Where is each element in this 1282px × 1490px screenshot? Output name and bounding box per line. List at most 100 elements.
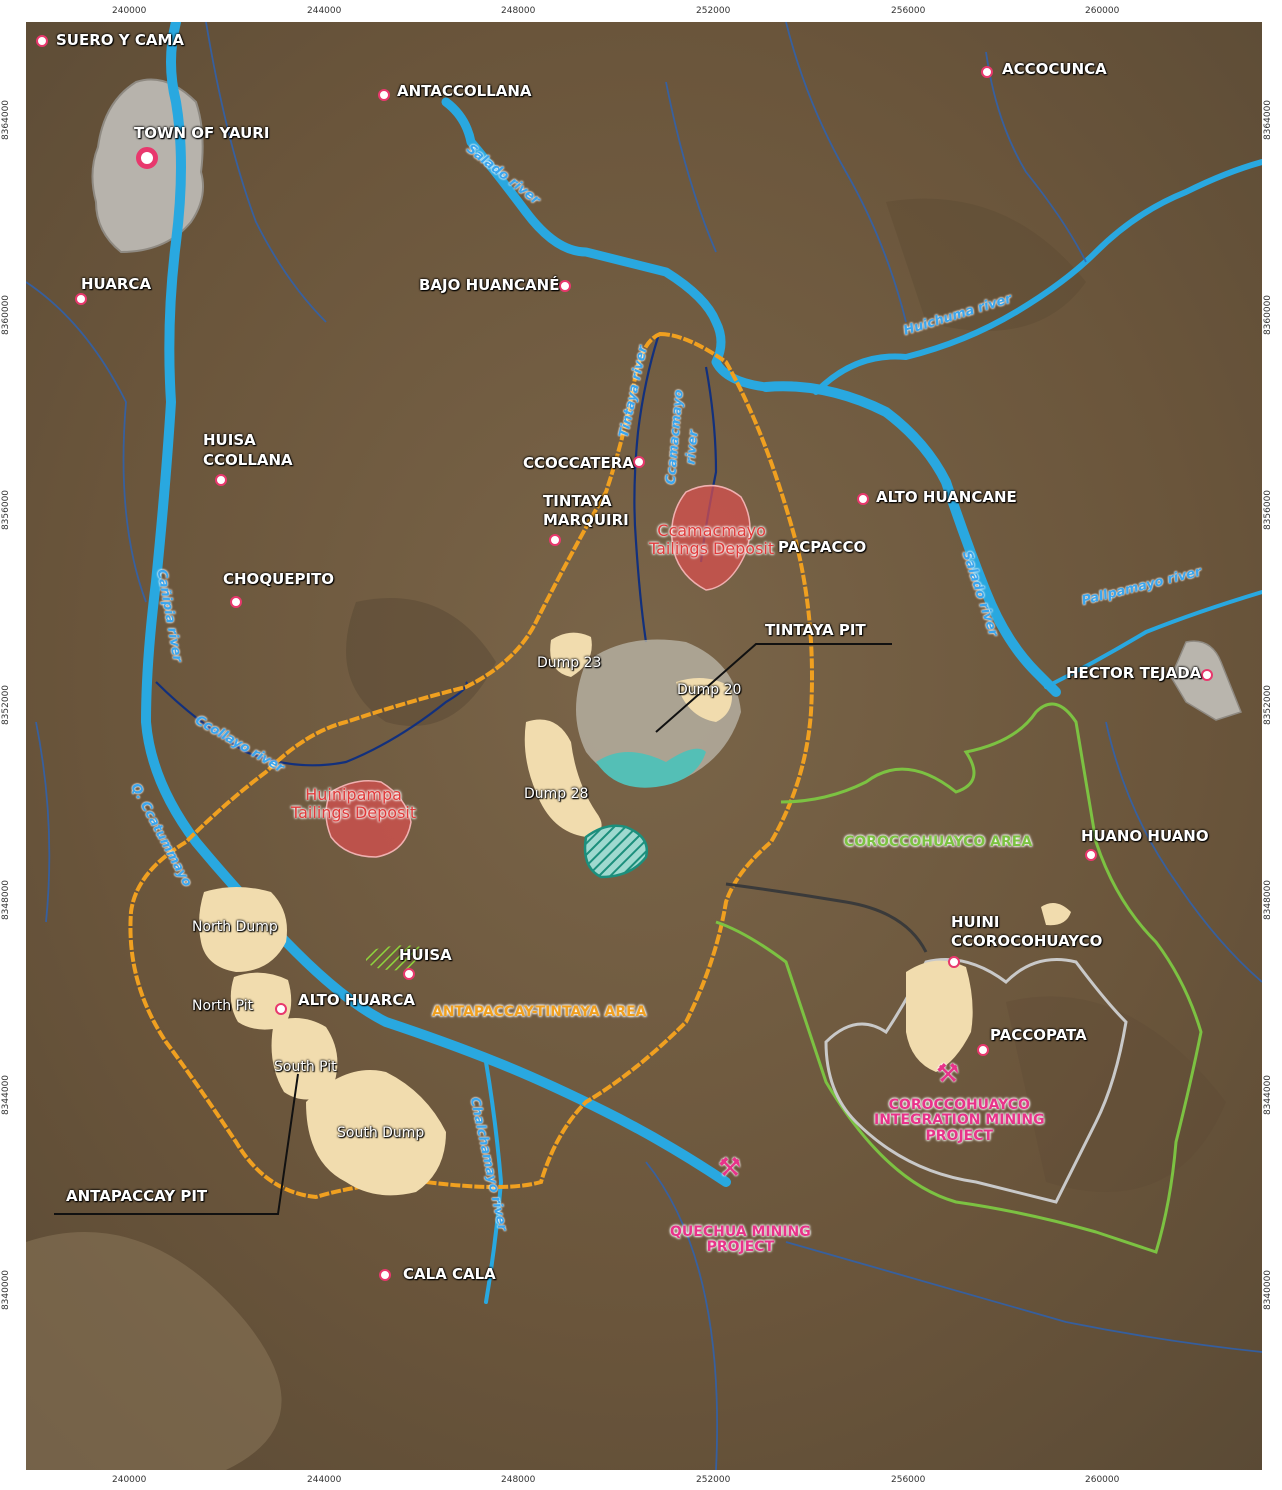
y-tick-right: 8364000 <box>1263 99 1274 141</box>
marker-hector-tejada[interactable] <box>1201 669 1213 681</box>
label-yauri: TOWN OF YAURI <box>134 124 270 142</box>
river-chalchamayo <box>484 1060 503 1304</box>
label-alto-huarca: ALTO HUARCA <box>298 991 415 1009</box>
dump-south <box>306 1070 446 1196</box>
marker-antaccollana[interactable] <box>378 89 390 101</box>
y-tick-left: 8364000 <box>1 99 12 141</box>
label-cala-cala: CALA CALA <box>403 1265 496 1283</box>
label-coroccohuayco-area: COROCCOHUAYCO AREA <box>844 834 1033 850</box>
stream <box>35 721 51 923</box>
satellite-map[interactable]: SUERO Y CAMA ANTACCOLLANA ACCOCUNCA TOWN… <box>26 22 1262 1470</box>
dump-north <box>199 887 287 972</box>
dump-23 <box>550 632 592 677</box>
marker-alto-huarca[interactable] <box>275 1003 287 1015</box>
marker-paccopata[interactable] <box>977 1044 989 1056</box>
marker-huini[interactable] <box>948 956 960 968</box>
marker-alto-huancane[interactable] <box>857 493 869 505</box>
y-tick-right: 8340000 <box>1263 1269 1274 1311</box>
marker-tintaya-marquiri[interactable] <box>549 534 561 546</box>
river-salado-north <box>441 97 771 392</box>
river-salado-east <box>761 381 1061 697</box>
stream <box>645 1161 719 1470</box>
x-tick-top: 260000 <box>1085 6 1120 16</box>
dump-28 <box>524 719 602 837</box>
hatched-deposit <box>583 824 649 879</box>
label-pacpacco: PACPACCO <box>778 538 867 556</box>
label-huisa-ccollana-2: CCOLLANA <box>203 451 293 469</box>
y-tick-right: 8344000 <box>1263 1074 1274 1116</box>
x-tick-top: 248000 <box>501 6 536 16</box>
label-antapaccay-pit: ANTAPACCAY PIT <box>66 1187 208 1205</box>
y-tick-left: 8340000 <box>1 1269 12 1311</box>
label-tintaya-pit: TINTAYA PIT <box>765 621 866 639</box>
label-south-dump: South Dump <box>337 1125 425 1141</box>
label-ccoccatera: CCOCCATERA <box>523 454 634 472</box>
x-tick-top: 240000 <box>112 6 147 16</box>
map-graphics <box>26 22 1262 1470</box>
stream <box>26 281 147 603</box>
y-tick-right: 8352000 <box>1263 684 1274 726</box>
dump-coroccohuayco-small <box>1041 903 1071 926</box>
label-quechua-project-1: QUECHUA MINING <box>670 1224 811 1240</box>
x-tick-bottom: 260000 <box>1085 1475 1120 1485</box>
label-bajo-huancane: BAJO HUANCANÉ <box>419 276 560 294</box>
label-huinipampa-tailings-2: Tailings Deposit <box>291 803 417 823</box>
pickaxe-icon[interactable]: ⚒ <box>718 1152 742 1182</box>
dump-20 <box>676 678 732 722</box>
label-coroccohuayco-project-1: COROCCOHUAYCO <box>888 1097 1030 1113</box>
label-coroccohuayco-project: COROCCOHUAYCO INTEGRATION MINING PROJECT <box>874 1097 1045 1144</box>
river-canipia <box>141 22 731 1187</box>
pit-tintaya-water <box>596 748 706 788</box>
marker-bajo-huancane[interactable] <box>559 280 571 292</box>
stream-tintaya <box>633 336 660 643</box>
y-tick-left: 8356000 <box>1 489 12 531</box>
river-pallpamayo <box>1044 590 1262 689</box>
marker-huisa[interactable] <box>403 968 415 980</box>
y-tick-left: 8344000 <box>1 1074 12 1116</box>
stream <box>1105 721 1262 983</box>
label-dump-23: Dump 23 <box>537 655 602 671</box>
label-choquepito: CHOQUEPITO <box>223 570 335 588</box>
marker-suero[interactable] <box>36 35 48 47</box>
marker-choquepito[interactable] <box>230 596 242 608</box>
x-tick-bottom: 252000 <box>696 1475 731 1485</box>
marker-ccoccatera[interactable] <box>633 456 645 468</box>
x-tick-bottom: 240000 <box>112 1475 147 1485</box>
y-tick-left: 8360000 <box>1 294 12 336</box>
pickaxe-icon[interactable]: ⚒ <box>936 1058 960 1088</box>
label-north-pit: North Pit <box>192 998 254 1014</box>
pit-tintaya-rim <box>576 639 741 784</box>
terrain-shade <box>1006 996 1226 1192</box>
label-huano-huano: HUANO HUANO <box>1081 827 1209 845</box>
marker-cala-cala[interactable] <box>379 1269 391 1281</box>
marker-huano-huano[interactable] <box>1085 849 1097 861</box>
stream <box>985 51 1087 263</box>
leader-antapaccay-pit <box>54 1073 299 1215</box>
x-tick-top: 244000 <box>307 6 342 16</box>
label-tintaya-marquiri-2: MARQUIRI <box>543 511 629 529</box>
stream-ccollayo <box>155 681 468 767</box>
label-huarca: HUARCA <box>81 275 152 293</box>
label-ccamacmayo-tailings: Ccamacmayo Tailings Deposit <box>649 521 774 559</box>
label-quechua-project: QUECHUA MINING PROJECT <box>670 1224 811 1256</box>
terrain-shade <box>26 1232 282 1470</box>
pit-south <box>271 1018 338 1100</box>
label-quechua-project-2: PROJECT <box>706 1239 775 1256</box>
label-ccamacmayo-tailings-1: Ccamacmayo <box>657 521 766 540</box>
river-network <box>141 22 1262 1304</box>
leader-tintaya-pit <box>655 643 892 733</box>
marker-huarca[interactable] <box>75 293 87 305</box>
stream <box>665 81 717 253</box>
haul-road <box>725 882 928 953</box>
label-alto-huancane: ALTO HUANCANE <box>876 488 1017 506</box>
label-antaccollana: ANTACCOLLANA <box>397 82 532 100</box>
x-tick-bottom: 248000 <box>501 1475 536 1485</box>
river-huichuma <box>813 159 1262 395</box>
marker-yauri[interactable] <box>136 147 158 169</box>
marker-huisa-ccollana[interactable] <box>215 474 227 486</box>
boundary-antapaccay-tintaya <box>128 331 814 1200</box>
marker-accocunca[interactable] <box>981 66 993 78</box>
tailings-huinipampa <box>325 780 412 858</box>
hatched-huisa <box>366 945 421 971</box>
